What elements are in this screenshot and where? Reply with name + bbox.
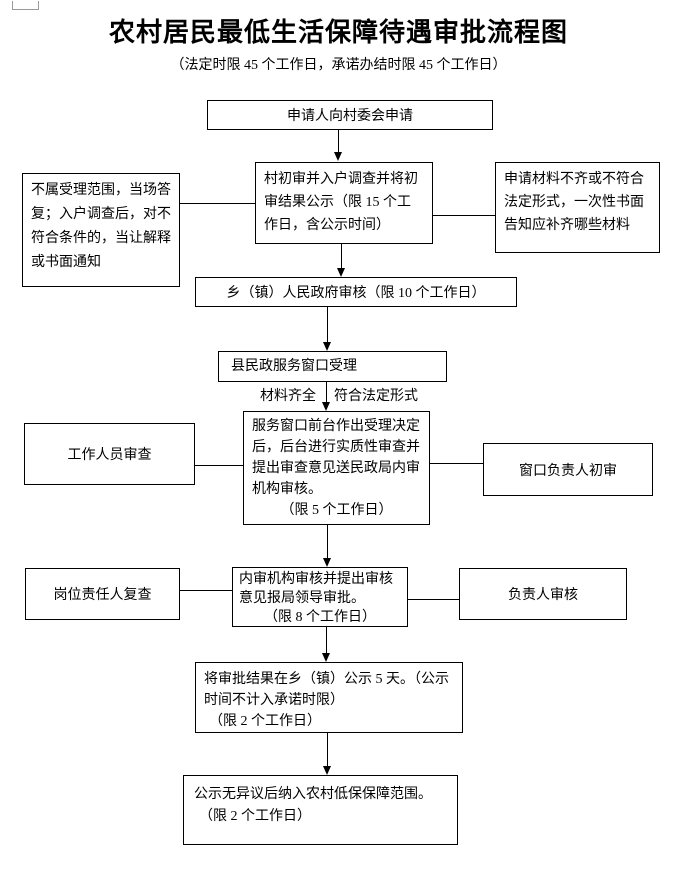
flow-box-post-recheck: 岗位责任人复查 <box>25 568 180 620</box>
flow-box-apply-label: 申请人向村委会申请 <box>287 109 413 124</box>
arrowhead-publicity-to-final <box>323 766 331 775</box>
flow-box-window-decision: 服务窗口前台作出受理决定后，后台进行实质性审查并提出审查意见送民政局内审机构审核… <box>243 411 430 525</box>
arrow-line-audit-to-publicity <box>326 627 327 653</box>
flow-box-publicity-limit: （限 2 个工作日） <box>209 714 321 729</box>
flow-box-materials-notice-label: 申请材料不齐或不符合法定形式，一次性书面告知应补齐哪些材料 <box>504 172 644 233</box>
flow-box-reject-notice: 不属受理范围，当场答复；入户调查后，对不符合条件的，当让解释或书面通知 <box>22 173 180 287</box>
arrowhead-apply-to-village <box>334 152 342 161</box>
flow-box-materials-notice: 申请材料不齐或不符合法定形式，一次性书面告知应补齐哪些材料 <box>495 162 660 253</box>
page-subtitle: （法定时限 45 个工作日，承诺办结时限 45 个工作日） <box>170 58 507 73</box>
flow-box-staff-review: 工作人员审查 <box>24 423 195 485</box>
flow-box-window-decision-limit: （限 5 个工作日） <box>280 503 393 518</box>
page-corner-artifact <box>12 1 39 10</box>
flow-box-chief-review: 负责人审核 <box>459 568 627 620</box>
flow-box-township-review: 乡（镇）人民政府审核（限 10 个工作日） <box>195 277 517 307</box>
flow-box-final-limit: （限 2 个工作日） <box>199 809 311 824</box>
arrowhead-township-to-county <box>323 342 331 351</box>
flow-box-internal-audit: 内审机构审核并提出审核意见报局领导审批。 （限 8 个工作日） <box>232 567 408 627</box>
connector-recheck-to-audit <box>180 590 232 591</box>
connector-village-to-materials <box>433 215 495 216</box>
arrow-line-decision-to-audit <box>327 525 328 558</box>
flow-box-county-window: 县民政服务窗口受理 <box>218 351 447 382</box>
flow-box-township-review-label: 乡（镇）人民政府审核（限 10 个工作日） <box>226 286 486 301</box>
flow-box-village-review: 村初审并入户调查并将初审结果公示（限 15 个工作日，含公示时间） <box>255 162 433 244</box>
flow-box-county-window-label: 县民政服务窗口受理 <box>231 359 357 374</box>
arrow-line-township-to-county <box>327 307 328 342</box>
flow-box-reject-notice-label: 不属受理范围，当场答复；入户调查后，对不符合条件的，当让解释或书面通知 <box>31 183 171 270</box>
arrow-line-publicity-to-final <box>327 733 328 766</box>
flow-box-window-chief-review: 窗口负责人初审 <box>483 443 653 496</box>
arrowhead-decision-to-audit <box>323 558 331 567</box>
branch-label-legal-form: 符合法定形式 <box>334 389 418 404</box>
arrowhead-village-to-township <box>337 268 345 277</box>
flow-box-final-label: 公示无异议后纳入农村低保保障范围。 <box>194 787 432 802</box>
flow-box-publicity: 将审批结果在乡（镇）公示 5 天。（公示时间不计入承诺时限） （限 2 个工作日… <box>195 662 463 733</box>
flow-box-village-review-label: 村初审并入户调查并将初审结果公示（限 15 个工作日，含公示时间） <box>264 172 418 233</box>
arrow-line-apply-to-village <box>338 130 339 152</box>
flow-box-window-chief-review-label: 窗口负责人初审 <box>519 463 617 479</box>
page-title: 农村居民最低生活保障待遇审批流程图 <box>108 18 568 47</box>
flow-box-post-recheck-label: 岗位责任人复查 <box>53 588 152 603</box>
branch-label-materials-complete: 材料齐全 <box>260 389 316 404</box>
arrow-line-county-to-decision <box>326 382 327 402</box>
flow-box-final: 公示无异议后纳入农村低保保障范围。 （限 2 个工作日） <box>183 775 458 845</box>
flow-box-apply: 申请人向村委会申请 <box>207 100 493 130</box>
flow-box-internal-audit-label: 内审机构审核并提出审核意见报局领导审批。 <box>239 572 393 606</box>
arrowhead-audit-to-publicity <box>322 653 330 662</box>
flow-box-internal-audit-limit: （限 8 个工作日） <box>264 610 376 625</box>
flow-box-chief-review-label: 负责人审核 <box>508 588 578 603</box>
connector-audit-to-chief <box>408 599 459 600</box>
flow-box-staff-review-label: 工作人员审查 <box>67 448 152 463</box>
arrowhead-county-to-decision <box>322 402 330 411</box>
connector-decision-to-window-chief <box>430 463 483 464</box>
flow-box-window-decision-label: 服务窗口前台作出受理决定后，后台进行实质性审查并提出审查意见送民政局内审机构审核… <box>252 419 420 497</box>
connector-reject-to-village <box>180 203 255 204</box>
arrow-line-village-to-township <box>341 244 342 268</box>
flow-box-publicity-label: 将审批结果在乡（镇）公示 5 天。（公示时间不计入承诺时限） <box>204 672 449 708</box>
connector-staff-to-decision <box>195 465 243 466</box>
